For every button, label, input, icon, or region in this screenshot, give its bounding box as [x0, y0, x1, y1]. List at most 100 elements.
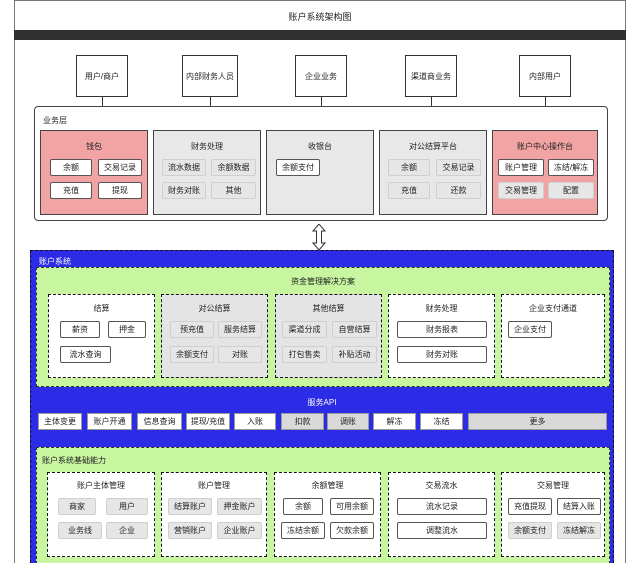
- flow-adjust[interactable]: 调整流水: [397, 522, 487, 539]
- account-manage[interactable]: 账户管理: [498, 159, 544, 176]
- wallet-records[interactable]: 交易记录: [98, 159, 142, 176]
- self-settle[interactable]: 自营结算: [332, 321, 377, 338]
- balance-manage-title: 余额管理: [311, 481, 344, 490]
- api-freeze[interactable]: 冻结: [420, 413, 463, 430]
- corporate-prerecharge[interactable]: 预充值: [170, 321, 214, 338]
- user-box-channel: 渠道商业务: [405, 55, 457, 97]
- wallet-balance[interactable]: 余额: [50, 159, 92, 176]
- account-system-label: 账户系统: [39, 257, 71, 266]
- cashier-title: 收银台: [308, 142, 332, 151]
- subject-manage-box: 账户主体管理 商家 用户 业务线 企业: [47, 472, 155, 557]
- balance-available[interactable]: 可用余额: [330, 498, 374, 515]
- cashier-balance-pay[interactable]: 余额支付: [276, 159, 320, 176]
- api-withdraw-recharge[interactable]: 提现/充值: [186, 413, 230, 430]
- api-adjust[interactable]: 调账: [327, 413, 369, 430]
- account-manage-box: 账户管理 结算账户 押金账户 营销账户 企业账户: [161, 472, 267, 557]
- api-unfreeze[interactable]: 解冻: [373, 413, 416, 430]
- trade-recharge-withdraw[interactable]: 充值提现: [508, 498, 552, 515]
- double-arrow-icon: [312, 224, 326, 250]
- corporate-settlement-title: 对公结算: [198, 304, 231, 313]
- subject-merchant[interactable]: 商家: [58, 498, 96, 515]
- corporate-service-settle[interactable]: 服务结算: [218, 321, 262, 338]
- settle-account[interactable]: 结算账户: [168, 498, 212, 515]
- balance-total[interactable]: 余额: [283, 498, 323, 515]
- base-capability-title: 账户系统基础能力: [42, 456, 106, 465]
- finance-title: 财务处理: [191, 142, 223, 151]
- trade-flow-box: 交易流水 流水记录 调整流水: [388, 472, 495, 557]
- api-more[interactable]: 更多: [468, 413, 607, 430]
- other-settlement-title: 其他结算: [312, 304, 345, 313]
- settlement-deposit[interactable]: 押金: [108, 321, 146, 338]
- channel-share[interactable]: 渠道分成: [282, 321, 327, 338]
- subject-user[interactable]: 用户: [106, 498, 148, 515]
- other-settlement-box: 其他结算 渠道分成 自营结算 打包售卖 补贴活动: [275, 294, 382, 378]
- deposit-account[interactable]: 押金账户: [217, 498, 262, 515]
- user-box-merchant: 用户/商户: [76, 55, 128, 97]
- wallet-withdraw[interactable]: 提现: [98, 182, 142, 199]
- trade-freeze-unfreeze[interactable]: 冻结解冻: [557, 522, 601, 539]
- corporate-records[interactable]: 交易记录: [436, 159, 481, 176]
- finance-recon[interactable]: 财务对账: [397, 346, 487, 363]
- diagram-title: 账户系统架构图: [14, 0, 626, 30]
- api-credit[interactable]: 入账: [234, 413, 276, 430]
- corporate-recharge[interactable]: 充值: [388, 182, 430, 199]
- balance-frozen[interactable]: 冻结余额: [281, 522, 325, 539]
- finance-reconcile[interactable]: 财务对账: [162, 182, 206, 199]
- cashier-group: 收银台 余额支付: [266, 130, 374, 215]
- account-center-group: 账户中心操作台 账户管理 冻结/解冻 交易管理 配置: [492, 130, 598, 215]
- account-system: 账户系统 资金管理解决方案 结算 薪资 押金 流水查询 对公结算 预充值 服务结…: [30, 250, 614, 563]
- service-api-title: 服务API: [307, 398, 337, 407]
- account-trade-manage[interactable]: 交易管理: [498, 182, 544, 199]
- business-layer-label: 业务层: [43, 116, 67, 125]
- trade-balance-pay[interactable]: 余额支付: [508, 522, 552, 539]
- settlement-title: 结算: [93, 304, 110, 313]
- corporate-balance-pay[interactable]: 余额支付: [170, 346, 214, 363]
- finance-balance-data[interactable]: 余额数据: [211, 159, 256, 176]
- user-box-finance-staff: 内部财务人员: [182, 55, 238, 97]
- outer-frame: [14, 40, 626, 563]
- marketing-account[interactable]: 营销账户: [168, 522, 212, 539]
- bundle-sale[interactable]: 打包售卖: [282, 346, 327, 363]
- enterprise-pay-title: 企业支付通道: [529, 304, 577, 313]
- trade-flow-title: 交易流水: [425, 481, 458, 490]
- balance-owed[interactable]: 欠款余额: [330, 522, 374, 539]
- finance-process-title: 财务处理: [425, 304, 458, 313]
- trade-manage-box: 交易管理 充值提现 结算入账 余额支付 冻结解冻: [501, 472, 605, 557]
- corporate-balance[interactable]: 余额: [388, 159, 430, 176]
- subject-business-line[interactable]: 业务线: [58, 522, 102, 539]
- wallet-recharge[interactable]: 充值: [50, 182, 92, 199]
- wallet-title: 钱包: [86, 142, 102, 151]
- account-manage-title: 账户管理: [198, 481, 230, 490]
- trade-manage-title: 交易管理: [537, 481, 569, 490]
- finance-group: 财务处理 流水数据 余额数据 财务对账 其他: [153, 130, 261, 215]
- settlement-flow-query[interactable]: 流水查询: [60, 346, 111, 363]
- balance-manage-box: 余额管理 余额 可用余额 冻结余额 欠款余额: [274, 472, 381, 557]
- finance-report[interactable]: 财务报表: [397, 321, 487, 338]
- account-config[interactable]: 配置: [548, 182, 594, 199]
- fund-solution-title: 资金管理解决方案: [291, 277, 355, 286]
- api-debit[interactable]: 扣款: [281, 413, 324, 430]
- account-freeze-unfreeze[interactable]: 冻结/解冻: [548, 159, 594, 176]
- subject-enterprise[interactable]: 企业: [106, 522, 148, 539]
- settlement-salary[interactable]: 薪资: [60, 321, 100, 338]
- flow-record[interactable]: 流水记录: [397, 498, 487, 515]
- user-box-internal: 内部用户: [519, 55, 571, 97]
- enterprise-pay-box: 企业支付通道 企业支付: [501, 294, 605, 378]
- enterprise-pay[interactable]: 企业支付: [508, 321, 552, 338]
- subsidy-activity[interactable]: 补贴活动: [332, 346, 377, 363]
- finance-process-box: 财务处理 财务报表 财务对账: [388, 294, 495, 378]
- corporate-title: 对公结算平台: [409, 142, 457, 151]
- user-box-enterprise: 企业业务: [295, 55, 347, 97]
- enterprise-account[interactable]: 企业账户: [217, 522, 262, 539]
- api-info-query[interactable]: 信息查询: [137, 413, 182, 430]
- finance-flow-data[interactable]: 流水数据: [162, 159, 206, 176]
- finance-other[interactable]: 其他: [211, 182, 256, 199]
- api-account-open[interactable]: 账户开通: [87, 413, 132, 430]
- api-subject-change[interactable]: 主体变更: [38, 413, 82, 430]
- fund-solution-panel: 资金管理解决方案 结算 薪资 押金 流水查询 对公结算 预充值 服务结算 余额支…: [36, 267, 610, 387]
- corporate-settlement-box: 对公结算 预充值 服务结算 余额支付 对账: [161, 294, 268, 378]
- trade-settle-credit[interactable]: 结算入账: [557, 498, 601, 515]
- corporate-reconcile[interactable]: 对账: [218, 346, 262, 363]
- corporate-repay[interactable]: 还款: [436, 182, 481, 199]
- settlement-box: 结算 薪资 押金 流水查询: [48, 294, 155, 378]
